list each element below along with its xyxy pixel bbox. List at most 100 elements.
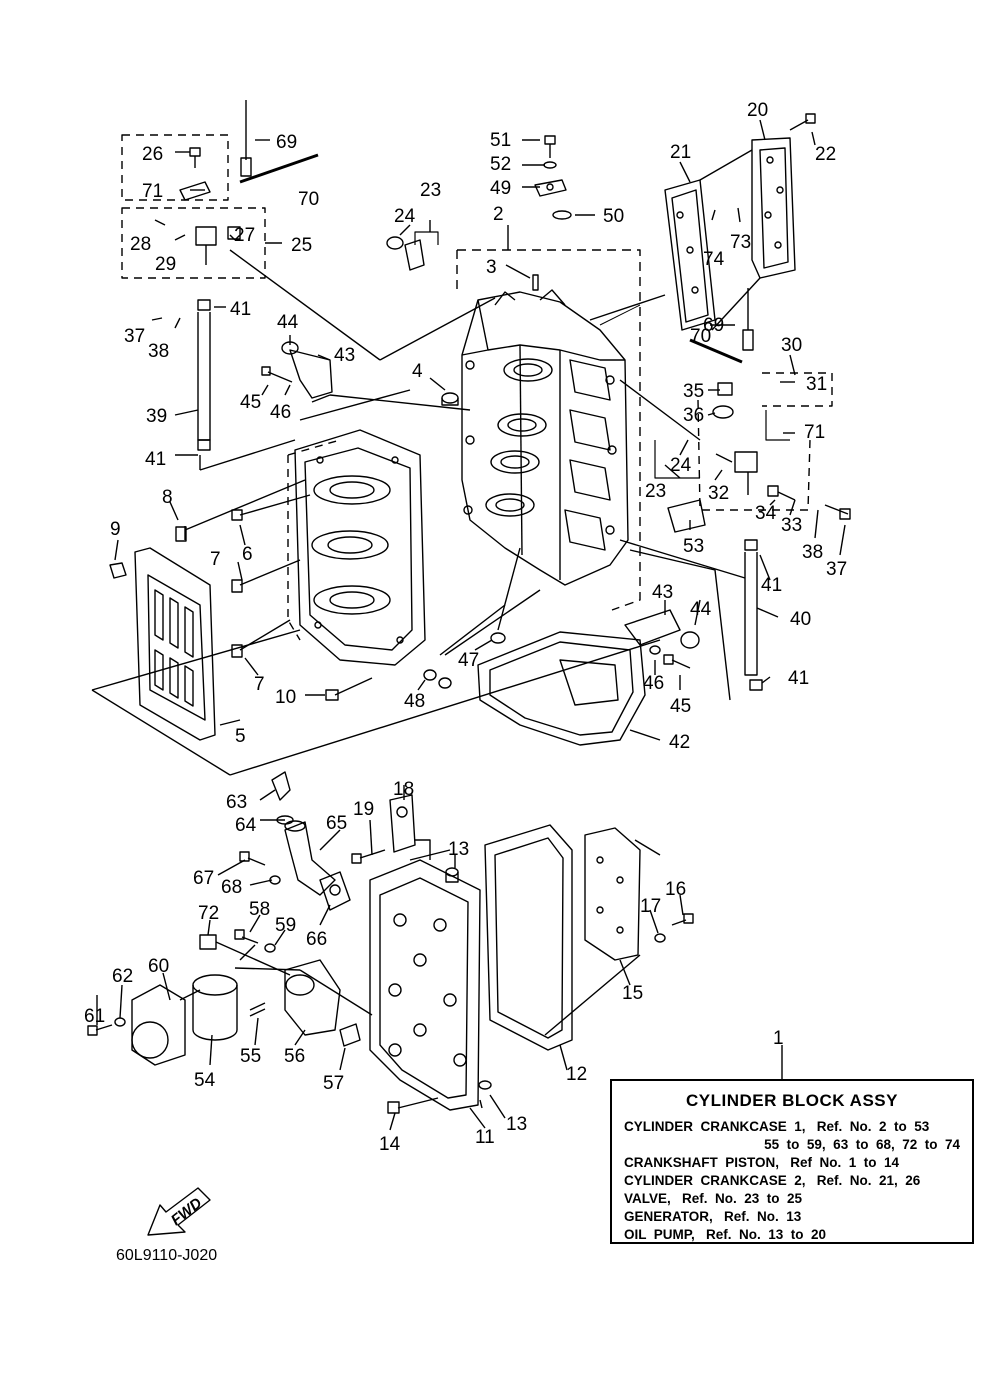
- legend-row: CYLINDER CRANKCASE 1, Ref. No. 2 to 53: [624, 1119, 930, 1134]
- callout-44: 44: [277, 312, 299, 333]
- bolt-61: [87, 1024, 113, 1036]
- legend-box: CYLINDER BLOCK ASSY CYLINDER CRANKCASE 1…: [610, 1079, 974, 1244]
- callout-64: 64: [235, 815, 257, 836]
- bolt-58: [234, 929, 259, 944]
- callout-32: 32: [708, 483, 729, 504]
- callout-5: 5: [235, 726, 246, 747]
- callout-72: 72: [198, 903, 219, 924]
- grommet-41c: [744, 539, 758, 551]
- callout-54: 54: [194, 1070, 216, 1091]
- callout-63: 63: [226, 792, 247, 813]
- sensor-49: [534, 179, 567, 197]
- cover-53: [667, 499, 706, 533]
- oring-48b: [438, 677, 452, 689]
- bolt-45a: [261, 366, 293, 383]
- callout-71: 71: [142, 181, 163, 202]
- callout-48: 48: [404, 691, 425, 712]
- bolt-8: [175, 479, 306, 542]
- callout-59: 59: [275, 915, 296, 936]
- gasket-12: [484, 824, 573, 1051]
- callout-37: 37: [124, 326, 145, 347]
- filler-63: [271, 771, 291, 801]
- plug-35: [717, 382, 733, 396]
- nut-9: [109, 562, 127, 579]
- callout-25: 25: [291, 235, 312, 256]
- callout-21: 21: [670, 142, 691, 163]
- callout-33: 33: [781, 515, 802, 536]
- bolt-67: [239, 851, 266, 866]
- callout-9: 9: [110, 519, 121, 540]
- callout-62: 62: [112, 966, 133, 987]
- legend-row: CRANKSHAFT PISTON, Ref No. 1 to 14: [624, 1155, 900, 1170]
- callout-56: 56: [284, 1046, 305, 1067]
- dowel-13b: [478, 1080, 492, 1090]
- bolt-16: [671, 913, 694, 926]
- hose-40: [744, 552, 758, 676]
- washer-59: [264, 943, 276, 953]
- callout-68: 68: [221, 877, 242, 898]
- legend-row: 55 to 59, 63 to 68, 72 to 74: [764, 1137, 960, 1152]
- callout-36: 36: [683, 405, 704, 426]
- callout-41: 41: [230, 299, 251, 320]
- callout-13: 13: [448, 839, 469, 860]
- callout-17: 17: [640, 896, 661, 917]
- callout-55: 55: [240, 1046, 261, 1067]
- callout-23: 23: [420, 180, 441, 201]
- oring-48a: [423, 669, 437, 681]
- callout-2: 2: [493, 204, 504, 225]
- callout-13: 13: [506, 1114, 527, 1135]
- callout-67: 67: [193, 868, 214, 889]
- callout-26: 26: [142, 144, 163, 165]
- bolt-10: [325, 677, 373, 701]
- legend-row: VALVE, Ref. No. 23 to 25: [624, 1191, 803, 1206]
- callout-41: 41: [761, 575, 782, 596]
- callout-6: 6: [242, 544, 253, 565]
- gasket-42: [477, 631, 646, 746]
- grommet-41a: [197, 299, 211, 311]
- sensor-69: [240, 100, 252, 177]
- callout-71: 71: [804, 422, 825, 443]
- callout-41: 41: [788, 668, 809, 689]
- callout-3: 3: [486, 257, 497, 278]
- callout-37: 37: [826, 559, 847, 580]
- callout-65: 65: [326, 813, 347, 834]
- oring-50: [552, 210, 572, 220]
- callout-30: 30: [781, 335, 802, 356]
- callout-49: 49: [490, 178, 511, 199]
- callout-46: 46: [270, 402, 291, 423]
- callout-45: 45: [670, 696, 691, 717]
- callout-39: 39: [146, 406, 167, 427]
- bolt-14: [387, 1097, 439, 1114]
- callout-40: 40: [790, 609, 811, 630]
- thermostat-cover: [751, 137, 796, 279]
- grommet-41d: [749, 679, 763, 691]
- legend-row: OIL PUMP, Ref. No. 13 to 20: [624, 1227, 827, 1242]
- legend-row: CYLINDER CRANKCASE 2, Ref. No. 21, 26: [624, 1173, 921, 1188]
- filter-cover-60: [131, 984, 186, 1066]
- callout-31: 31: [806, 374, 827, 395]
- bolt-19: [351, 849, 386, 864]
- band-70b: [689, 338, 743, 364]
- exhaust-cover: [134, 547, 216, 741]
- oil-pump-body: [369, 859, 481, 1111]
- callout-66: 66: [306, 929, 327, 950]
- callout-4: 4: [412, 361, 423, 382]
- callout-24: 24: [394, 206, 416, 227]
- filter-base-56: [284, 959, 341, 1036]
- washer-36: [712, 405, 734, 419]
- callout-23: 23: [645, 481, 666, 502]
- callout-44: 44: [690, 599, 712, 620]
- bolt-22: [789, 113, 816, 131]
- callout-16: 16: [665, 879, 686, 900]
- callout-35: 35: [683, 381, 704, 402]
- callout-14: 14: [379, 1134, 401, 1155]
- callout-74: 74: [703, 249, 725, 270]
- legend-title: CYLINDER BLOCK ASSY: [686, 1091, 898, 1110]
- bolt-45b: [663, 654, 691, 669]
- callout-19: 19: [353, 799, 374, 820]
- callout-38: 38: [148, 341, 169, 362]
- callout-69: 69: [703, 315, 724, 336]
- callout-7: 7: [254, 674, 265, 695]
- dowel-4: [441, 392, 459, 406]
- bolt-6: [231, 494, 311, 521]
